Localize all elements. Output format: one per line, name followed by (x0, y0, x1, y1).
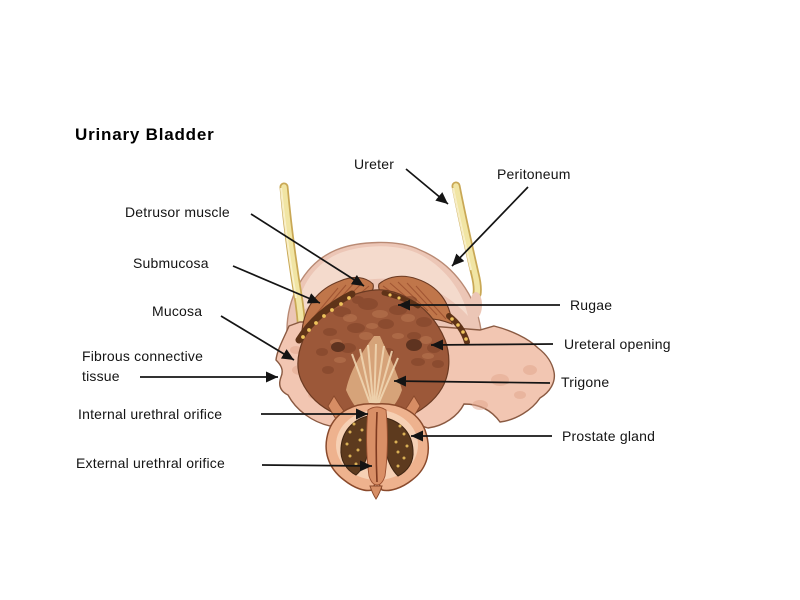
external-orifice-arrow (261, 460, 373, 472)
label-ureteral-opening: Ureteral opening (564, 336, 671, 352)
label-external-urethral-orifice: External urethral orifice (76, 455, 225, 471)
peritoneum-arrow (451, 186, 529, 267)
label-rugae: Rugae (570, 297, 613, 313)
label-ureter: Ureter (354, 156, 395, 172)
diagram-title: Urinary Bladder (75, 125, 215, 144)
label-internal-urethral-orifice: Internal urethral orifice (78, 406, 223, 422)
label-prostate-gland: Prostate gland (562, 428, 656, 444)
mucosa-arrow (220, 315, 295, 361)
rugae-texture (316, 296, 444, 374)
ureteral-opening-left (331, 342, 345, 352)
trigone-arrow (393, 375, 551, 387)
ureter-arrow (405, 168, 449, 205)
label-detrusor-muscle: Detrusor muscle (125, 204, 230, 220)
ureteral-opening-arrow (430, 339, 554, 351)
external-urethral-orifice (369, 485, 383, 500)
label-submucosa: Submucosa (133, 255, 209, 271)
label-peritoneum: Peritoneum (497, 166, 571, 182)
label-fibrous-connective-tissue: Fibrous connective tissue (82, 348, 204, 384)
label-mucosa: Mucosa (152, 303, 203, 319)
prostate (325, 403, 429, 500)
ureteral-opening-right (406, 339, 422, 351)
label-trigone: Trigone (561, 374, 610, 390)
ureter-right (451, 181, 482, 318)
detrusor-muscle-arrow (250, 213, 365, 287)
leader-arrows (140, 168, 560, 472)
submucosa-arrow (232, 265, 321, 304)
ureteral-openings (331, 339, 422, 352)
